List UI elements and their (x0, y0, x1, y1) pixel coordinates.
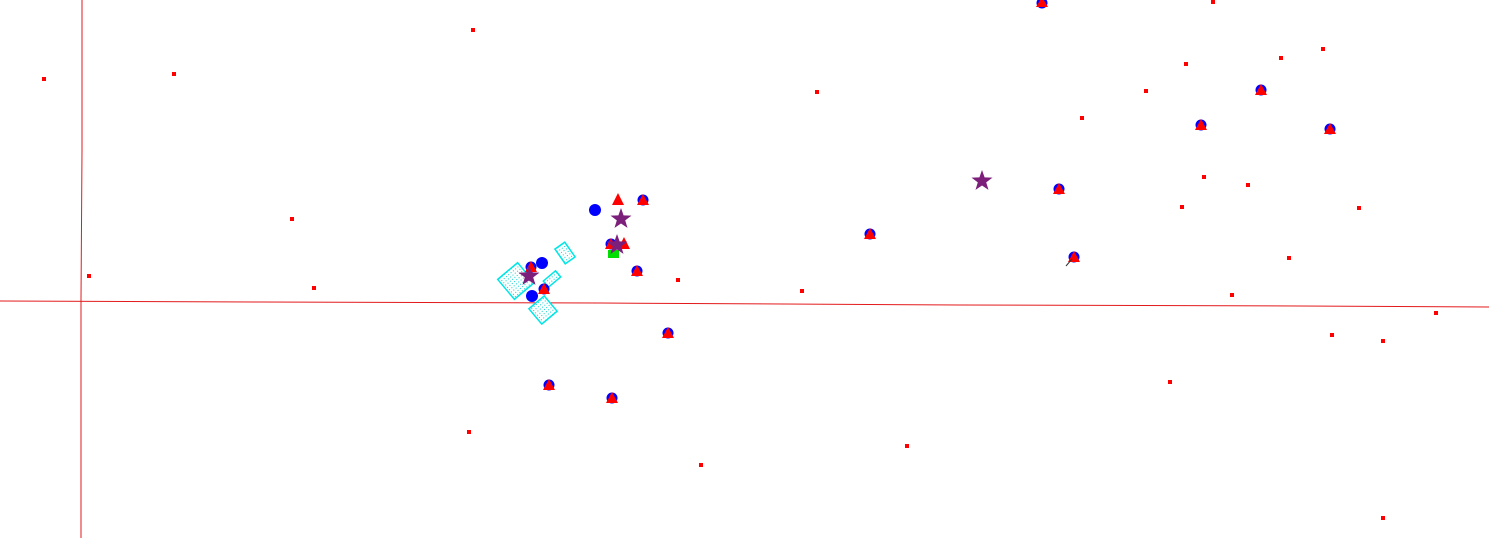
point-feature[interactable] (87, 274, 91, 278)
point-feature[interactable] (1321, 47, 1325, 51)
site-marker[interactable] (543, 379, 555, 391)
site-marker[interactable] (1036, 0, 1048, 9)
point-feature[interactable] (1357, 206, 1361, 210)
circle-triangle-layer (525, 0, 1336, 404)
circle-features-layer (526, 204, 601, 302)
point-feature[interactable] (312, 286, 316, 290)
point-feature[interactable] (471, 28, 475, 32)
point-feature[interactable] (1180, 205, 1184, 209)
site-marker[interactable] (662, 327, 674, 339)
point-feature[interactable] (676, 278, 680, 282)
point-feature[interactable] (1080, 116, 1084, 120)
point-feature[interactable] (172, 72, 176, 76)
point-feature[interactable] (905, 444, 909, 448)
point-feature[interactable] (42, 77, 46, 81)
point-feature[interactable] (1246, 183, 1250, 187)
site-marker[interactable] (1053, 183, 1065, 195)
site-marker[interactable] (631, 265, 643, 277)
point-feature[interactable] (699, 463, 703, 467)
horizontal-axis-line (0, 300, 1489, 308)
site-marker[interactable] (538, 283, 550, 295)
point-feature[interactable] (1144, 89, 1148, 93)
polygon-feature[interactable] (553, 241, 577, 265)
point-feature[interactable] (1434, 311, 1438, 315)
point-feature[interactable] (1211, 0, 1215, 4)
point-feature[interactable] (1279, 56, 1283, 60)
site-marker[interactable] (1195, 119, 1207, 131)
point-features-layer (42, 0, 1438, 520)
polygon-feature[interactable] (527, 294, 559, 326)
site-marker[interactable] (606, 392, 618, 404)
point-feature[interactable] (1381, 339, 1385, 343)
point-feature[interactable] (1202, 175, 1206, 179)
site-marker[interactable] (637, 194, 649, 206)
circle-feature[interactable] (536, 257, 548, 269)
star-feature[interactable] (518, 265, 540, 285)
point-feature[interactable] (1287, 256, 1291, 260)
point-feature[interactable] (1184, 62, 1188, 66)
point-feature[interactable] (815, 90, 819, 94)
point-feature[interactable] (1230, 293, 1234, 297)
star-features-layer (518, 170, 993, 285)
triangle-feature[interactable] (612, 193, 624, 205)
site-marker[interactable] (1255, 84, 1267, 96)
polygon-features-layer (496, 241, 577, 326)
selected-feature[interactable] (608, 250, 619, 258)
point-feature[interactable] (1381, 516, 1385, 520)
point-feature[interactable] (1168, 380, 1172, 384)
vertical-axis-line (80, 0, 83, 538)
circle-feature[interactable] (589, 204, 601, 216)
circle-feature[interactable] (526, 290, 538, 302)
point-feature[interactable] (290, 217, 294, 221)
point-feature[interactable] (467, 430, 471, 434)
site-marker[interactable] (1065, 251, 1080, 267)
star-feature[interactable] (610, 208, 632, 228)
point-feature[interactable] (1330, 333, 1334, 337)
star-feature[interactable] (606, 234, 628, 254)
point-feature[interactable] (800, 289, 804, 293)
star-feature[interactable] (971, 170, 993, 190)
site-marker[interactable] (1324, 123, 1336, 135)
site-marker[interactable] (864, 228, 876, 240)
